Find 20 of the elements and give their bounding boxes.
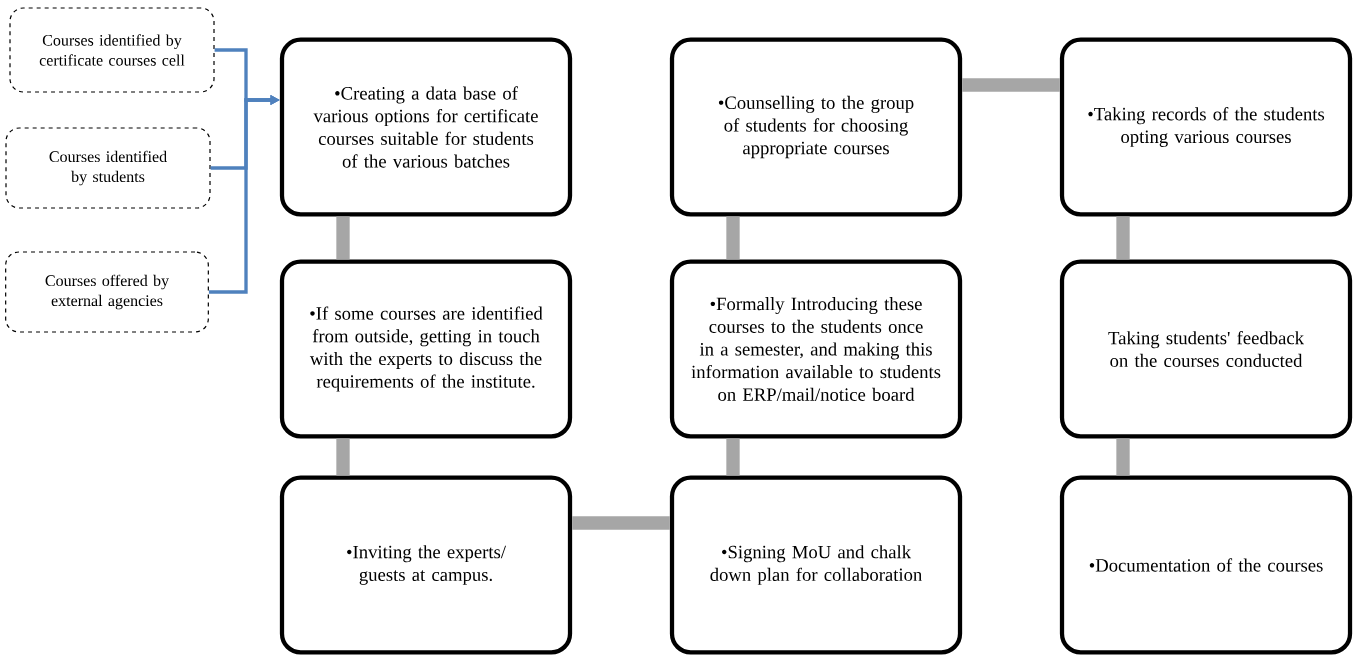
process-box: •Taking records of the students opting various courses: [1059, 37, 1353, 217]
process-box: •Creating a data base of various options for certificate courses suitable for students of the various batches: [279, 37, 573, 217]
source-box: Courses offered by external agencies: [5, 251, 209, 333]
connector: [962, 78, 1060, 92]
process-box: •Documentation of the courses: [1059, 475, 1353, 655]
process-box: •Formally Introducing these courses to the students once in a semester, and making this information available to students on ERP/mail/notice board: [669, 259, 963, 439]
process-box: •Counselling to the group of students for choosing appropriate courses: [669, 37, 963, 217]
process-box: •If some courses are identified from outside, getting in touch with the experts to discuss the requirements of the institute.: [279, 259, 573, 439]
connector: [1116, 438, 1130, 476]
process-box: •Signing MoU and chalk down plan for collaboration: [669, 475, 963, 655]
connector: [572, 516, 670, 530]
connector: [1116, 216, 1130, 260]
connector: [726, 216, 740, 260]
source-box: Courses identified by students: [5, 127, 211, 209]
connector: [726, 438, 740, 476]
source-box: Courses identified by certificate courses cell: [9, 7, 215, 93]
process-box: Taking students' feedback on the courses conducted: [1059, 259, 1353, 439]
connector: [336, 216, 350, 260]
process-box: •Inviting the experts/ guests at campus.: [279, 475, 573, 655]
connector: [336, 438, 350, 476]
